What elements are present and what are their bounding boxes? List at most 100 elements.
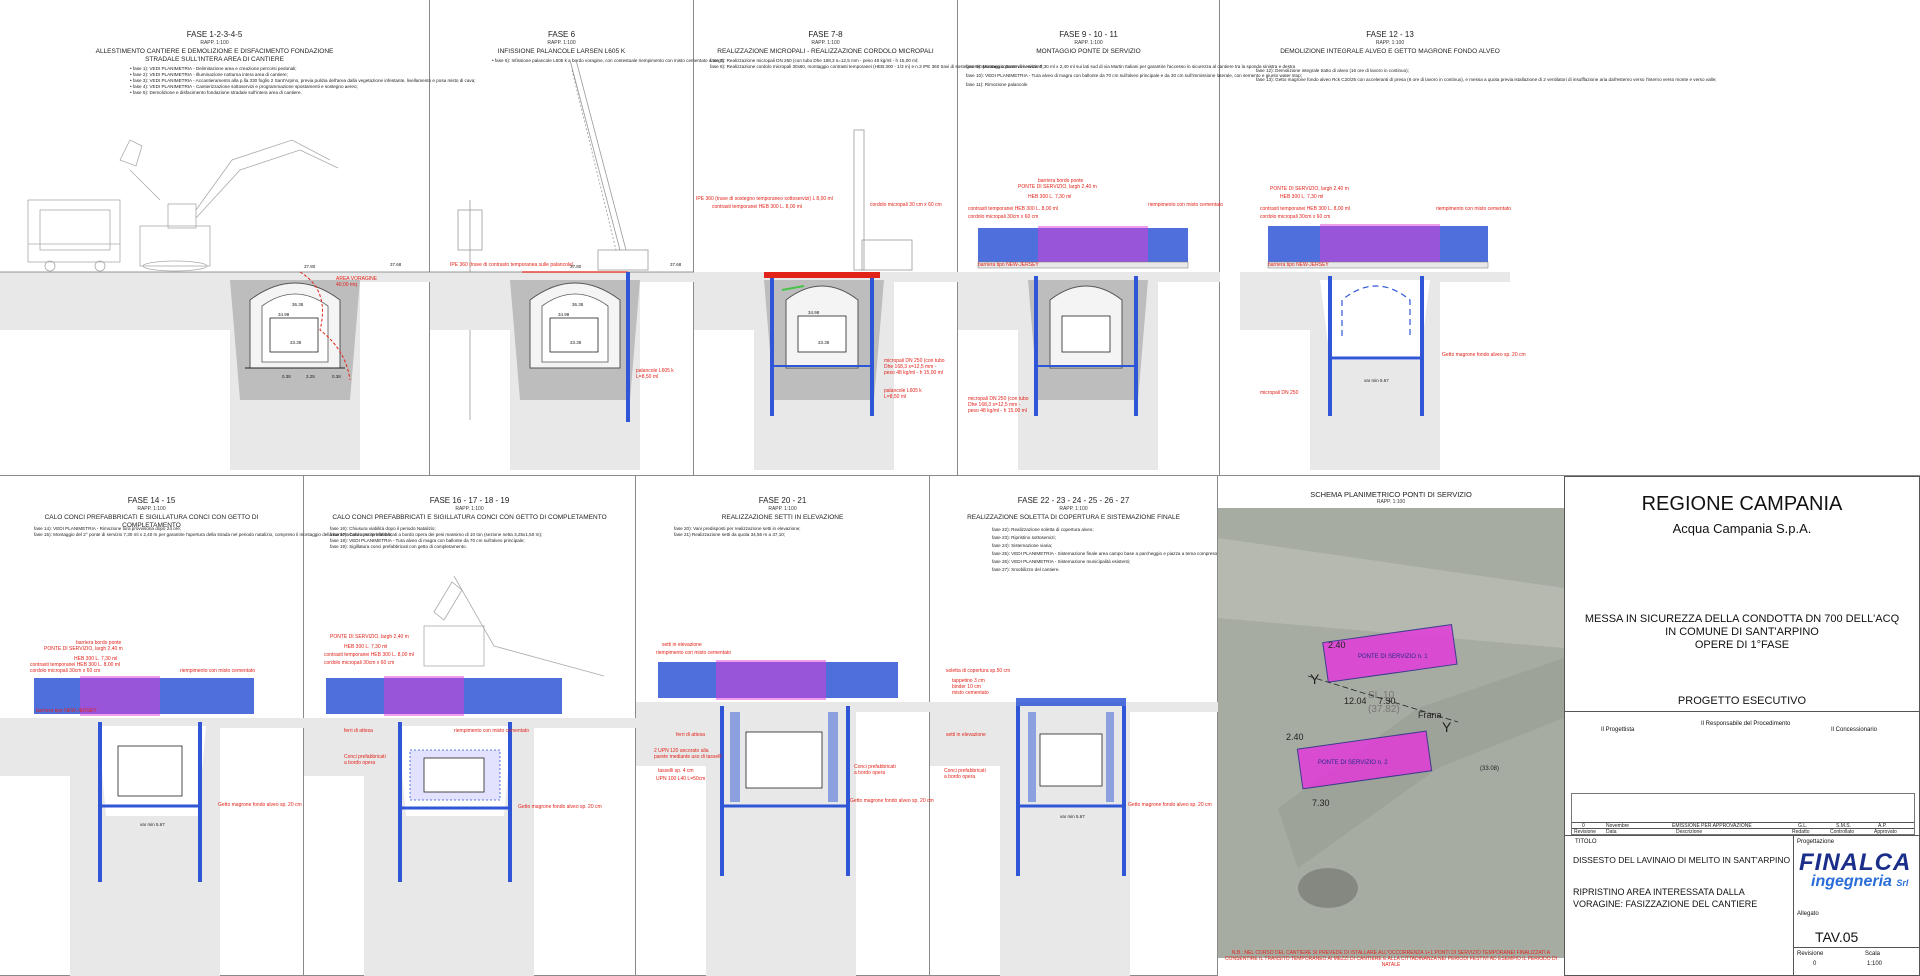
svg-text:a bordo opera: a bordo opera <box>944 774 975 780</box>
aerial-map: PONTE DI SERVIZIO n. 1 PONTE DI SERVIZIO… <box>1218 508 1564 958</box>
svg-text:riempimento con misto cementat: riempimento con misto cementato <box>180 668 255 674</box>
panel-scale: RAPP. 1:100 <box>200 40 229 46</box>
svg-text:HEB 300 L. 7,30 ml: HEB 300 L. 7,30 ml <box>74 656 117 662</box>
svg-text:Getto magrone fondo alveo sp.: Getto magrone fondo alveo sp. 20 cm <box>218 802 302 808</box>
panel-subtitle: ALLESTIMENTO CANTIERE E DEMOLIZIONE E DI… <box>95 48 334 63</box>
svg-text:UPN 100 L40 L=50cm: UPN 100 L40 L=50cm <box>656 776 705 782</box>
revisione-value: 0 <box>1813 961 1817 967</box>
svg-text:Getto magrone fondo alveo sp.: Getto magrone fondo alveo sp. 20 cm <box>850 798 934 804</box>
svg-text:cordolo micropali 30cm x 60 cm: cordolo micropali 30cm x 60 cm <box>968 214 1038 220</box>
dim-label: 7.30 <box>1378 696 1396 706</box>
svg-text:a bordo opera: a bordo opera <box>344 760 375 766</box>
svg-text:Conci prefabbricati: Conci prefabbricati <box>344 754 386 760</box>
svg-text:PONTE DI SERVIZIO, largh 2,40: PONTE DI SERVIZIO, largh 2,40 m <box>44 646 123 652</box>
svg-text:Dhe 168,3 s=12,5 mm -: Dhe 168,3 s=12,5 mm - <box>968 402 1021 408</box>
elevation-label: (33.08) <box>1480 766 1499 772</box>
rev-approved: A.P. <box>1878 823 1887 829</box>
svg-text:AREA VORAGINE: AREA VORAGINE <box>336 276 378 282</box>
panel-fase-20-21: FASE 20 - 21 RAPP. 1:100 REALIZZAZIONE S… <box>636 476 934 976</box>
section-drawing: soletta di copertura sp.50 cm tappetino … <box>930 668 1218 976</box>
panel-scale: RAPP. 1:100 <box>137 506 166 512</box>
rev-head: Descrizione <box>1676 829 1703 835</box>
svg-text:33.38: 33.38 <box>290 340 302 345</box>
section-drawing: PONTE DI SERVIZIO, largh 2,40 m HEB 300 … <box>1240 186 1526 470</box>
bridge-1-label: PONTE DI SERVIZIO n. 1 <box>1358 654 1428 660</box>
svg-text:riempimento con misto cementat: riempimento con misto cementato <box>1148 202 1223 208</box>
svg-text:barriera tipo NEW-JERSEY: barriera tipo NEW-JERSEY <box>1268 262 1329 268</box>
dim-label: 2.40 <box>1286 732 1304 742</box>
panel-fase-14-15: FASE 14 - 15 RAPP. 1:100 CALO CONCI PREF… <box>0 476 393 976</box>
svg-text:Getto magrone fondo alveo sp.: Getto magrone fondo alveo sp. 20 cm <box>1442 352 1526 358</box>
panel-fase-12-13: FASE 12 - 13 RAPP. 1:100 DEMOLIZIONE INT… <box>1220 0 1920 476</box>
svg-text:barriera tipo NEW-JERSEY: barriera tipo NEW-JERSEY <box>36 708 97 714</box>
panel-title: FASE 7-8 <box>808 30 843 39</box>
svg-text:contrasti temporanei HEB 300 L: contrasti temporanei HEB 300 L. 8,00 ml <box>1260 206 1350 212</box>
svg-text:cordolo micropali 30cm x 60 cm: cordolo micropali 30cm x 60 cm <box>1260 214 1330 220</box>
svg-text:var min 5.67: var min 5.67 <box>140 822 165 827</box>
svg-text:peso 48 kg/ml - h 15,00 ml: peso 48 kg/ml - h 15,00 ml <box>968 408 1027 414</box>
panel-subtitle: MONTAGGIO PONTE DI SERVIZIO <box>1036 48 1141 55</box>
panel-scale: RAPP. 1:100 <box>1074 40 1103 46</box>
svg-text:ferri di attesa: ferri di attesa <box>344 728 373 734</box>
panel-title: FASE 22 - 23 - 24 - 25 - 26 - 27 <box>1017 496 1130 505</box>
svg-text:Conci prefabbricati: Conci prefabbricati <box>854 764 896 770</box>
svg-text:3.25: 3.25 <box>306 374 315 379</box>
panel-title: FASE 6 <box>547 30 576 39</box>
svg-text:PONTE DI SERVIZIO, largh 2,40: PONTE DI SERVIZIO, largh 2,40 m <box>1270 186 1349 192</box>
panel-notes: fase 9): Montaggio ponte di servizio 7,3… <box>966 64 1302 87</box>
dim-label: 7.30 <box>1312 798 1330 808</box>
rev-head: Approvato <box>1874 829 1897 835</box>
svg-text:34.98: 34.98 <box>558 312 570 317</box>
svg-text:palancole L605 k: palancole L605 k <box>884 388 922 394</box>
svg-text:misto cementato: misto cementato <box>952 690 989 696</box>
rev-date: Novembre <box>1606 823 1630 829</box>
svg-text:HEB 300 L. 7,30 ml: HEB 300 L. 7,30 ml <box>1280 194 1323 200</box>
panel-title: FASE 20 - 21 <box>758 496 807 505</box>
svg-text:ferri di attesa: ferri di attesa <box>676 732 705 738</box>
company-logo: FINALCA <box>1799 849 1912 876</box>
svg-text:Getto magrone fondo alveo sp.: Getto magrone fondo alveo sp. 20 cm <box>518 804 602 810</box>
svg-text:setti in elevazione: setti in elevazione <box>662 642 702 648</box>
svg-text:0.38: 0.38 <box>332 374 341 379</box>
frana-label: Frana <box>1418 710 1442 720</box>
panel-fase-16-19: FASE 16 - 17 - 18 - 19 RAPP. 1:100 CALO … <box>304 476 636 976</box>
svg-text:37.80: 37.80 <box>570 264 582 269</box>
project-line-3: OPERE DI 1°FASE <box>1694 639 1790 651</box>
svg-text:micropali DN 250 (con tubo: micropali DN 250 (con tubo <box>884 358 945 364</box>
panel-scale: RAPP. 1:100 <box>1375 40 1405 46</box>
revisione-label: Revisione <box>1797 951 1824 957</box>
svg-text:34.98: 34.98 <box>278 312 290 317</box>
svg-text:0.38: 0.38 <box>282 374 291 379</box>
svg-text:var min 5.67: var min 5.67 <box>1364 378 1389 383</box>
svg-text:cordolo micropali 30cm x 60 cm: cordolo micropali 30cm x 60 cm <box>324 660 394 666</box>
svg-text:barriera tipo NEW-JERSEY: barriera tipo NEW-JERSEY <box>978 262 1039 268</box>
svg-text:IPE 360 (trave di contrasto te: IPE 360 (trave di contrasto temporanea s… <box>450 262 574 268</box>
panel-subtitle: DEMOLIZIONE INTEGRALE ALVEO E GETTO MAGR… <box>1280 48 1500 55</box>
role-rup: Il Responsabile del Procedimento <box>1701 721 1791 727</box>
rev-number: 0 <box>1582 823 1585 829</box>
svg-text:micropali DN 250 (con tubo: micropali DN 250 (con tubo <box>968 396 1029 402</box>
svg-text:micropali DN 250: micropali DN 250 <box>1260 390 1299 396</box>
project-stage: PROGETTO ESECUTIVO <box>1677 695 1807 707</box>
section-mark-left: Y <box>1310 671 1320 687</box>
panel-notes: fase 12): Demolizione integrale tratto d… <box>1256 68 1717 82</box>
svg-text:37.68: 37.68 <box>390 262 402 267</box>
svg-text:Dhe 168,3 s=12,5 mm -: Dhe 168,3 s=12,5 mm - <box>884 364 937 370</box>
panel-title: FASE 1-2-3-4-5 <box>186 30 243 39</box>
svg-text:soletta di copertura sp.50 cm: soletta di copertura sp.50 cm <box>946 668 1010 674</box>
company-logo-sub: ingegneria Srl <box>1811 873 1909 890</box>
progettazione-label: Progettazione <box>1797 839 1835 845</box>
panel-title: FASE 16 - 17 - 18 - 19 <box>429 496 510 505</box>
rev-head: Revisione <box>1574 829 1596 835</box>
section-drawing: IPE 360 (trave di sostegno temporaneo so… <box>694 129 958 470</box>
svg-text:riempimento con misto cementat: riempimento con misto cementato <box>1436 206 1511 212</box>
svg-text:33.38: 33.38 <box>818 340 830 345</box>
drawing-title: DISSESTO DEL LAVINAIO DI MELITO IN SANT'… <box>1573 855 1791 865</box>
project-line-1: MESSA IN SICUREZZA DELLA CONDOTTA DN 700… <box>1584 613 1900 625</box>
svg-text:33.38: 33.38 <box>570 340 582 345</box>
panel-notes: fase 14): VEDI PLANIMETRIA - Rimozione t… <box>34 526 393 537</box>
svg-text:riempimento con misto cementat: riempimento con misto cementato <box>454 728 529 734</box>
section-drawing: IPE 360 (trave di contrasto temporanea s… <box>430 59 694 470</box>
drawing-subtitle-1: RIPRISTINO AREA INTERESSATA DALLA <box>1573 887 1745 897</box>
